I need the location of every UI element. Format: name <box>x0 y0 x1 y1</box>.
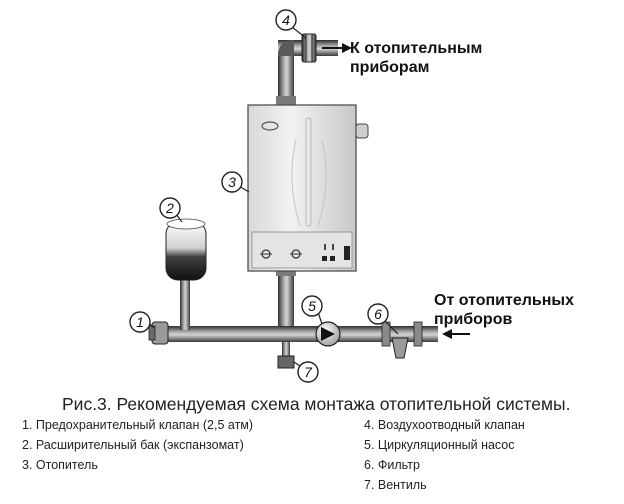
legend-item-1: 1. Предохранительный клапан (2,5 атм) <box>22 418 254 432</box>
circulation-pump <box>315 321 341 347</box>
figure-caption: Рис.3. Рекомендуемая схема монтажа отопи… <box>62 394 571 414</box>
air-vent-valve <box>301 33 317 63</box>
marker-label: 1 <box>136 314 144 330</box>
from-heating-devices-label: От отопительных приборов <box>434 291 574 329</box>
heater <box>247 96 369 276</box>
marker-3: 3 <box>221 171 243 193</box>
heating-diagram-svg: 1 2 3 4 5 6 7 <box>129 9 470 383</box>
heating-diagram: 1 2 3 4 5 6 7 К отопительным приборам От… <box>129 9 574 383</box>
marker-label: 3 <box>228 174 236 190</box>
marker-label: 5 <box>308 298 316 314</box>
legend-item-5: 5. Циркуляционный насос <box>364 438 515 452</box>
to-heating-devices-label: К отопительным приборам <box>350 39 482 77</box>
marker-4: 4 <box>275 9 297 31</box>
marker-2: 2 <box>159 197 181 219</box>
legend-item-7: 7. Вентиль <box>364 478 427 492</box>
safety-valve <box>148 321 169 345</box>
legend-item-6: 6. Фильтр <box>364 458 420 472</box>
return-pipe <box>162 270 438 360</box>
marker-5: 5 <box>301 295 323 317</box>
marker-label: 2 <box>165 200 174 216</box>
marker-1: 1 <box>129 311 151 333</box>
legend-item-4: 4. Воздухоотводный клапан <box>364 418 525 432</box>
return-arrow <box>442 329 470 339</box>
marker-7: 7 <box>297 361 319 383</box>
shutoff-valve <box>277 355 295 369</box>
legend-item-3: 3. Отопитель <box>22 458 98 472</box>
marker-label: 6 <box>374 306 382 322</box>
marker-label: 7 <box>304 364 313 380</box>
marker-6: 6 <box>367 303 389 325</box>
supply-arrow <box>322 43 352 53</box>
marker-label: 4 <box>282 12 290 28</box>
from-heating-devices-text: От отопительных приборов <box>434 292 574 328</box>
expansion-tank <box>165 218 207 281</box>
legend-item-2: 2. Расширительный бак (экспанзомат) <box>22 438 244 452</box>
to-heating-devices-text: К отопительным приборам <box>350 40 483 76</box>
